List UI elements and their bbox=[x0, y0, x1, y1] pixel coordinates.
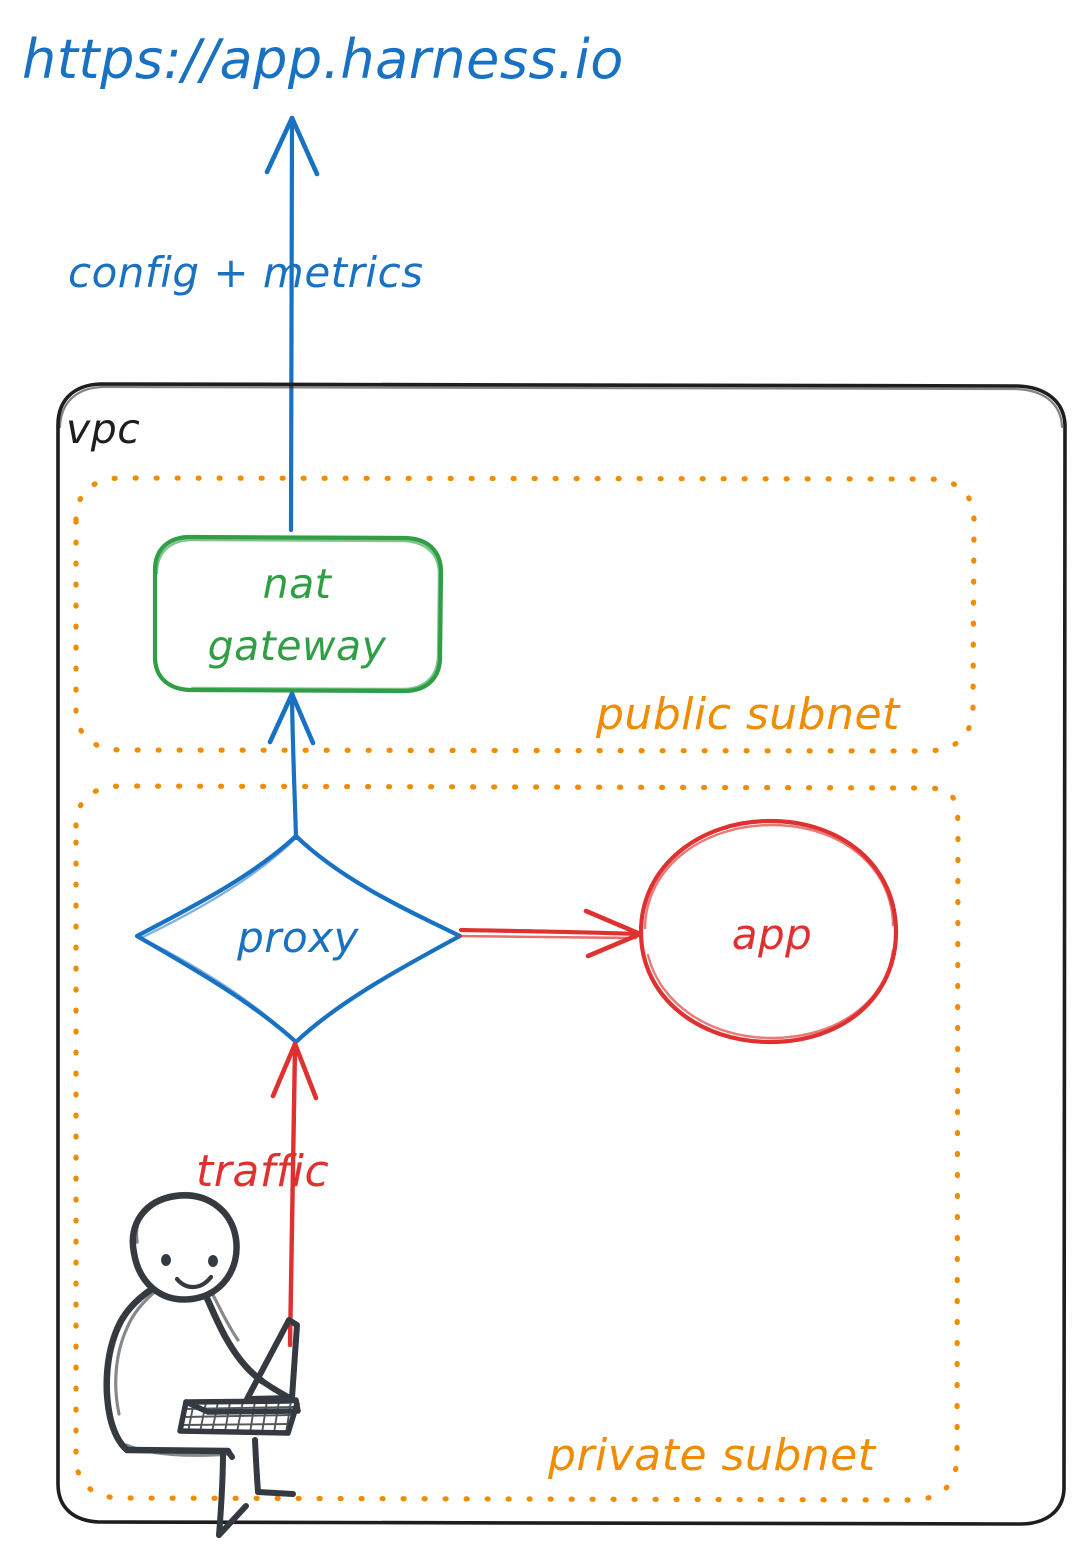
edge-nat-to-endpoint bbox=[264, 115, 320, 533]
private-subnet-label: private subnet bbox=[547, 1430, 877, 1481]
public-subnet-label: public subnet bbox=[595, 689, 901, 740]
app-label: app bbox=[732, 910, 813, 959]
nat-gateway-label-line2: gateway bbox=[208, 622, 387, 670]
user-stick-figure-icon bbox=[103, 1191, 301, 1538]
node-app[interactable]: app bbox=[638, 818, 899, 1045]
node-nat-gateway[interactable]: nat gateway bbox=[152, 534, 444, 694]
public-subnet-container bbox=[73, 475, 977, 754]
edge-proxy-to-app bbox=[457, 908, 643, 959]
traffic-label: traffic bbox=[196, 1146, 329, 1197]
edge-proxy-to-nat bbox=[267, 691, 316, 841]
vpc-label: vpc bbox=[66, 405, 140, 453]
private-subnet-container bbox=[73, 783, 961, 1503]
nat-gateway-label-line1: nat bbox=[263, 560, 333, 608]
vpc-container bbox=[56, 382, 1067, 1526]
proxy-label: proxy bbox=[236, 913, 359, 962]
config-metrics-label: config + metrics bbox=[68, 248, 424, 297]
endpoint-url-label: https://app.harness.io bbox=[22, 28, 624, 91]
node-proxy[interactable]: proxy bbox=[134, 833, 463, 1045]
